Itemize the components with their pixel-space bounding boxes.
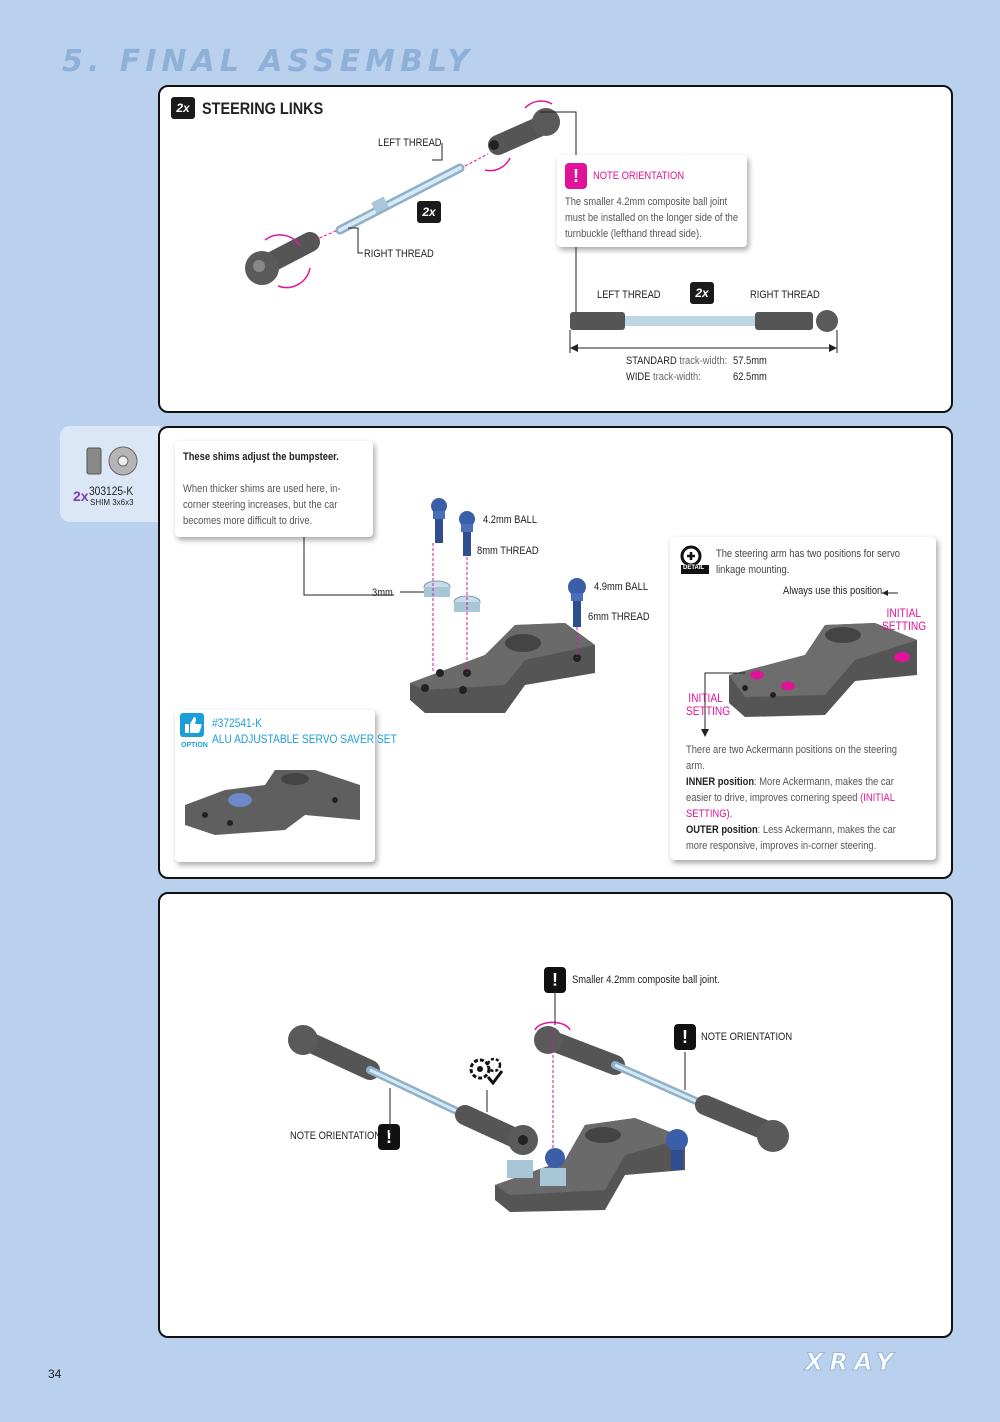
initial-setting-label-left: INITIAL SETTING <box>686 691 731 718</box>
ball-stud-42-b <box>459 511 475 556</box>
warning-icon: ! <box>544 967 566 993</box>
warning-icon: ! <box>378 1124 400 1150</box>
standard-width-label: STANDARD track-width: <box>626 355 728 367</box>
assembled-link-drawing <box>569 310 838 353</box>
gear-check-icon <box>469 1057 504 1086</box>
wide-width-value: 62.5mm <box>733 371 767 383</box>
spacers <box>423 580 481 612</box>
smaller-joint-note: Smaller 4.2mm composite ball joint. <box>572 974 720 986</box>
steering-arm <box>410 623 595 713</box>
spacer-label: 3mm <box>372 587 393 599</box>
warning-icon: ! <box>565 163 587 189</box>
bumpsteer-text: When thicker shims are used here, in-cor… <box>183 483 341 527</box>
warning-icon: ! <box>674 1024 696 1050</box>
page-number: 34 <box>48 1367 62 1381</box>
parts-tab <box>60 426 160 522</box>
ball-49-label: 4.9mm BALL <box>594 581 649 593</box>
assembly-panel <box>158 892 953 1338</box>
ball-stud-42-a <box>431 498 447 543</box>
always-use-label: Always use this position <box>783 585 883 597</box>
servo-saver-option-drawing <box>185 770 360 835</box>
note-orientation-right: NOTE ORIENTATION <box>701 1031 793 1043</box>
bumpsteer-callout <box>175 441 373 537</box>
option-part-name: ALU ADJUSTABLE SERVO SAVER SET <box>212 732 397 746</box>
note-orientation-callout <box>557 155 747 247</box>
part-quantity: 2x <box>73 488 89 504</box>
thread-8-label: 8mm THREAD <box>477 545 539 557</box>
servo-saver-exploded-drawing <box>410 498 595 713</box>
bumpsteer-title: These shims adjust the bumpsteer. <box>183 451 339 463</box>
quantity-badge-rod: 2x <box>417 201 441 223</box>
thumbs-up-icon <box>180 713 204 737</box>
detail-arm-drawing <box>701 590 917 737</box>
diagram-quantity-badge: 2x <box>690 282 714 304</box>
thread-6-label: 6mm THREAD <box>588 611 650 623</box>
right-thread-label: RIGHT THREAD <box>364 248 434 260</box>
diagram-right-thread: RIGHT THREAD <box>750 289 820 301</box>
steering-arm-assembled <box>495 1118 688 1212</box>
detail-magnifier-icon <box>680 545 709 574</box>
leader-line <box>540 111 577 315</box>
note-orientation-left: NOTE ORIENTATION <box>290 1130 382 1142</box>
diagram-left-thread: LEFT THREAD <box>597 289 661 301</box>
inner-position-text: INNER position: More Ackermann, makes th… <box>686 776 895 820</box>
detail-label: DETAIL <box>683 565 705 571</box>
quantity-badge: 2x <box>171 97 195 119</box>
right-steering-link <box>534 1026 789 1152</box>
part-number: 303125-K <box>89 484 134 498</box>
standard-width-value: 57.5mm <box>733 355 767 367</box>
option-label: OPTION <box>181 742 208 749</box>
brand-logo: XRAY <box>804 1348 900 1377</box>
ball-joint-left <box>245 232 320 285</box>
wide-width-label: WIDE track-width: <box>626 371 701 383</box>
section-title: 5. FINAL ASSEMBLY <box>62 44 474 79</box>
turnbuckle-rod <box>335 163 465 235</box>
detail-text: The steering arm has two positions for s… <box>716 548 900 576</box>
note-text: The smaller 4.2mm composite ball joint m… <box>565 196 739 240</box>
outer-position-text: OUTER position: Less Ackermann, makes th… <box>686 824 896 852</box>
left-steering-link <box>288 1025 538 1155</box>
left-thread-label: LEFT THREAD <box>378 137 442 149</box>
shim-icon <box>86 446 138 476</box>
ball-joint-right <box>488 108 560 155</box>
steering-link-exploded-drawing <box>245 100 560 289</box>
option-part-number: #372541-K <box>212 716 262 730</box>
leader-line <box>303 537 424 596</box>
note-title: NOTE ORIENTATION <box>593 170 685 182</box>
ball-42-label: 4.2mm BALL <box>483 514 538 526</box>
part-description: SHIM 3x6x3 <box>90 498 134 507</box>
initial-setting-label-right: INITIAL SETTING <box>882 606 927 633</box>
final-assembly-drawing <box>288 985 789 1212</box>
panel-title: STEERING LINKS <box>202 99 324 118</box>
ball-stud-49 <box>568 578 586 627</box>
ackermann-text: There are two Ackermann positions on the… <box>686 744 898 772</box>
